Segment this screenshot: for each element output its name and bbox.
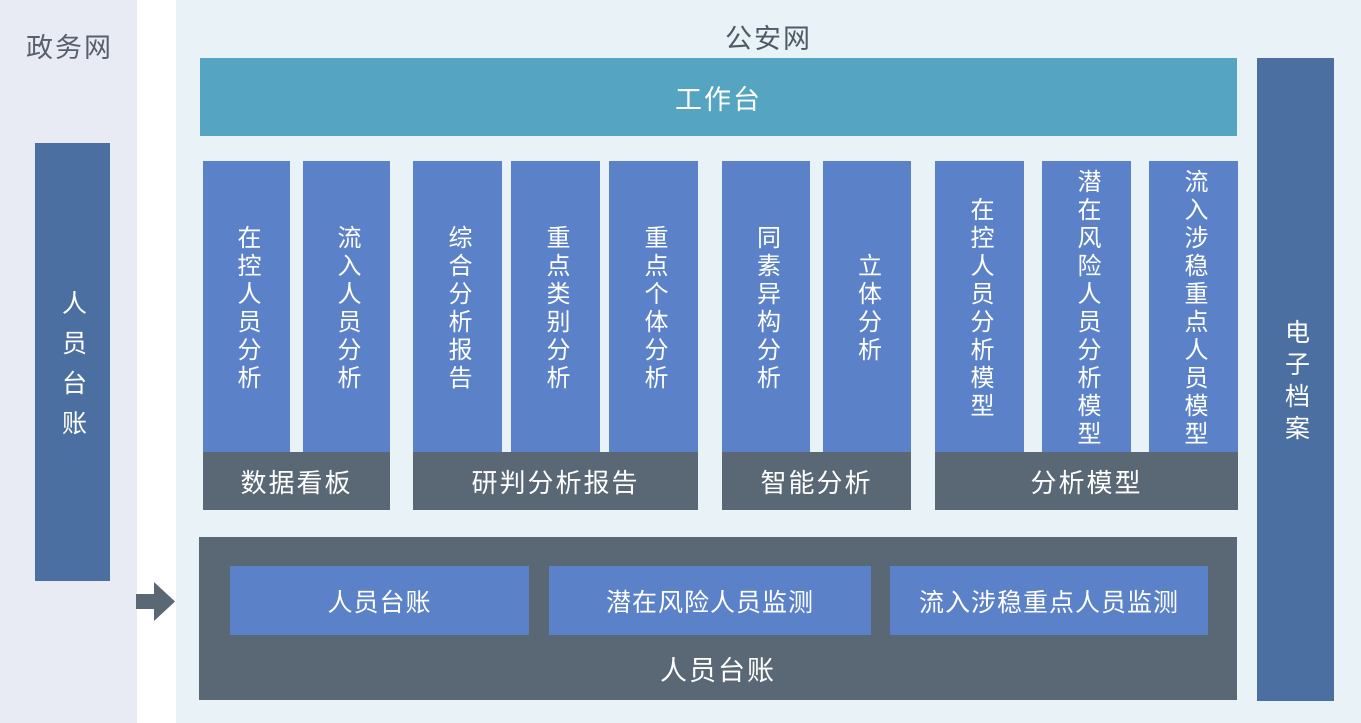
module-bar: 同素异构分析: [722, 161, 810, 452]
module-bar-label: 在控人员分析模型: [966, 196, 993, 421]
group-columns: 在控人员分析模型 潜在风险人员分析模型 流入涉稳重点人员模型: [935, 161, 1238, 452]
group-columns: 在控人员分析 流入人员分析: [203, 161, 390, 452]
police-network-title: 公安网: [725, 24, 812, 54]
module-bar: 流入涉稳重点人员模型: [1149, 161, 1238, 452]
group-label: 数据看板: [203, 452, 390, 510]
personnel-ledger-box: 人员台账 潜在风险人员监测 流入涉稳重点人员监测 人员台账: [199, 537, 1237, 700]
personnel-ledger-box-label: 人员台账: [660, 656, 776, 686]
government-network-title: 政务网: [26, 33, 113, 63]
module-bar: 流入人员分析: [303, 161, 390, 452]
group-label: 研判分析报告: [413, 452, 698, 510]
group-label: 智能分析: [722, 452, 911, 510]
group-label: 分析模型: [935, 452, 1238, 510]
group-intelligent-analysis: 同素异构分析 立体分析 智能分析: [722, 161, 911, 510]
module-bar: 重点类别分析: [511, 161, 600, 452]
module-bar: 重点个体分析: [609, 161, 698, 452]
workbench-bar: 工作台: [200, 58, 1237, 136]
module-bar: 立体分析: [823, 161, 911, 452]
group-analysis-report: 综合分析报告 重点类别分析 重点个体分析 研判分析报告: [413, 161, 698, 510]
module-bar-label: 同素异构分析: [752, 224, 780, 393]
module-bar: 在控人员分析: [203, 161, 290, 452]
module-bar: 潜在风险人员分析模型: [1042, 161, 1131, 452]
module-bar: 在控人员分析模型: [935, 161, 1024, 452]
module-bar-label: 重点类别分析: [542, 224, 569, 393]
personnel-ledger-side-bar: 人员台账: [35, 143, 110, 581]
module-bar-label: 综合分析报告: [444, 224, 471, 393]
personnel-ledger-button: 人员台账: [230, 566, 529, 635]
group-columns: 同素异构分析 立体分析: [722, 161, 911, 452]
module-bar-label: 流入涉稳重点人员模型: [1180, 168, 1207, 449]
module-bar-label: 流入人员分析: [333, 224, 360, 393]
module-bar-label: 重点个体分析: [640, 224, 667, 393]
personnel-ledger-side-bar-label: 人员台账: [58, 289, 87, 450]
electronic-archive-bar-label: 电子档案: [1281, 319, 1310, 447]
inflow-key-person-monitoring-button: 流入涉稳重点人员监测: [890, 566, 1208, 635]
module-bar-label: 在控人员分析: [233, 224, 260, 393]
potential-risk-monitoring-button: 潜在风险人员监测: [549, 566, 871, 635]
group-columns: 综合分析报告 重点类别分析 重点个体分析: [413, 161, 698, 452]
module-bar-label: 立体分析: [853, 252, 881, 365]
module-bar-label: 潜在风险人员分析模型: [1073, 168, 1100, 449]
module-bar: 综合分析报告: [413, 161, 502, 452]
right-arrow-icon: [136, 582, 175, 621]
electronic-archive-bar: 电子档案: [1257, 58, 1334, 701]
group-analysis-models: 在控人员分析模型 潜在风险人员分析模型 流入涉稳重点人员模型 分析模型: [935, 161, 1238, 510]
group-data-dashboard: 在控人员分析 流入人员分析 数据看板: [203, 161, 390, 510]
